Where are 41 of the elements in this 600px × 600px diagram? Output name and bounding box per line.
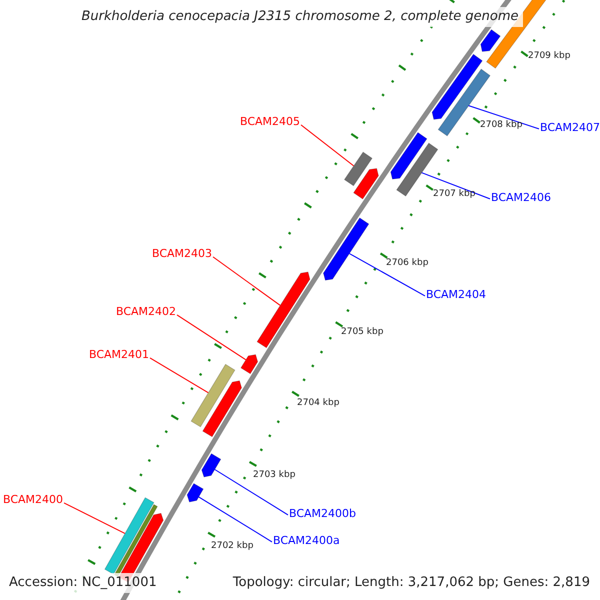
gene-feature [432,54,483,120]
scale-label: 2709 kbp [528,51,570,62]
leader-line [421,172,490,200]
gene-label: BCAM2406 [491,191,552,204]
gene-feature [353,168,379,200]
leader-line [150,357,209,394]
gene-feature [202,380,242,438]
leader-line [300,124,354,166]
gene-label: BCAM2405 [240,115,300,128]
leader-line [212,256,281,306]
gene-label: BCAM2403 [152,247,212,260]
gene-label: BCAM2400 [3,493,64,506]
scale-label: 2703 kbp [253,470,296,481]
leader-line [64,502,126,534]
leader-line [176,314,246,360]
gene-feature [256,272,310,348]
gene-feature [344,152,373,186]
gene-feature [390,132,428,180]
gene-feature [323,217,370,281]
scale-label: 2702 kbp [211,541,254,552]
leader-line [198,496,272,542]
gene-label: BCAM2407 [540,121,600,134]
scale-label: 2706 kbp [386,258,428,269]
gene-feature [240,354,258,374]
gene-label: BCAM2401 [89,348,150,362]
scale-label: 2708 kbp [480,120,522,131]
leader-line [468,105,540,130]
gene-label: BCAM2402 [116,305,176,318]
gene-label: BCAM2400b [289,507,356,520]
gene-label: BCAM2404 [426,288,486,302]
gene-feature [201,453,222,478]
gene-feature [186,483,204,502]
gene-label: BCAM2400a [273,534,340,548]
leader-line [214,469,288,516]
scale-label: 2704 kbp [297,398,340,409]
scale-label: 2705 kbp [341,327,384,338]
gene-feature [104,497,154,575]
scale-label: 2707 kbp [433,189,476,200]
leader-line [348,253,426,296]
gene-feature [480,29,501,52]
gene-feature [190,364,236,428]
